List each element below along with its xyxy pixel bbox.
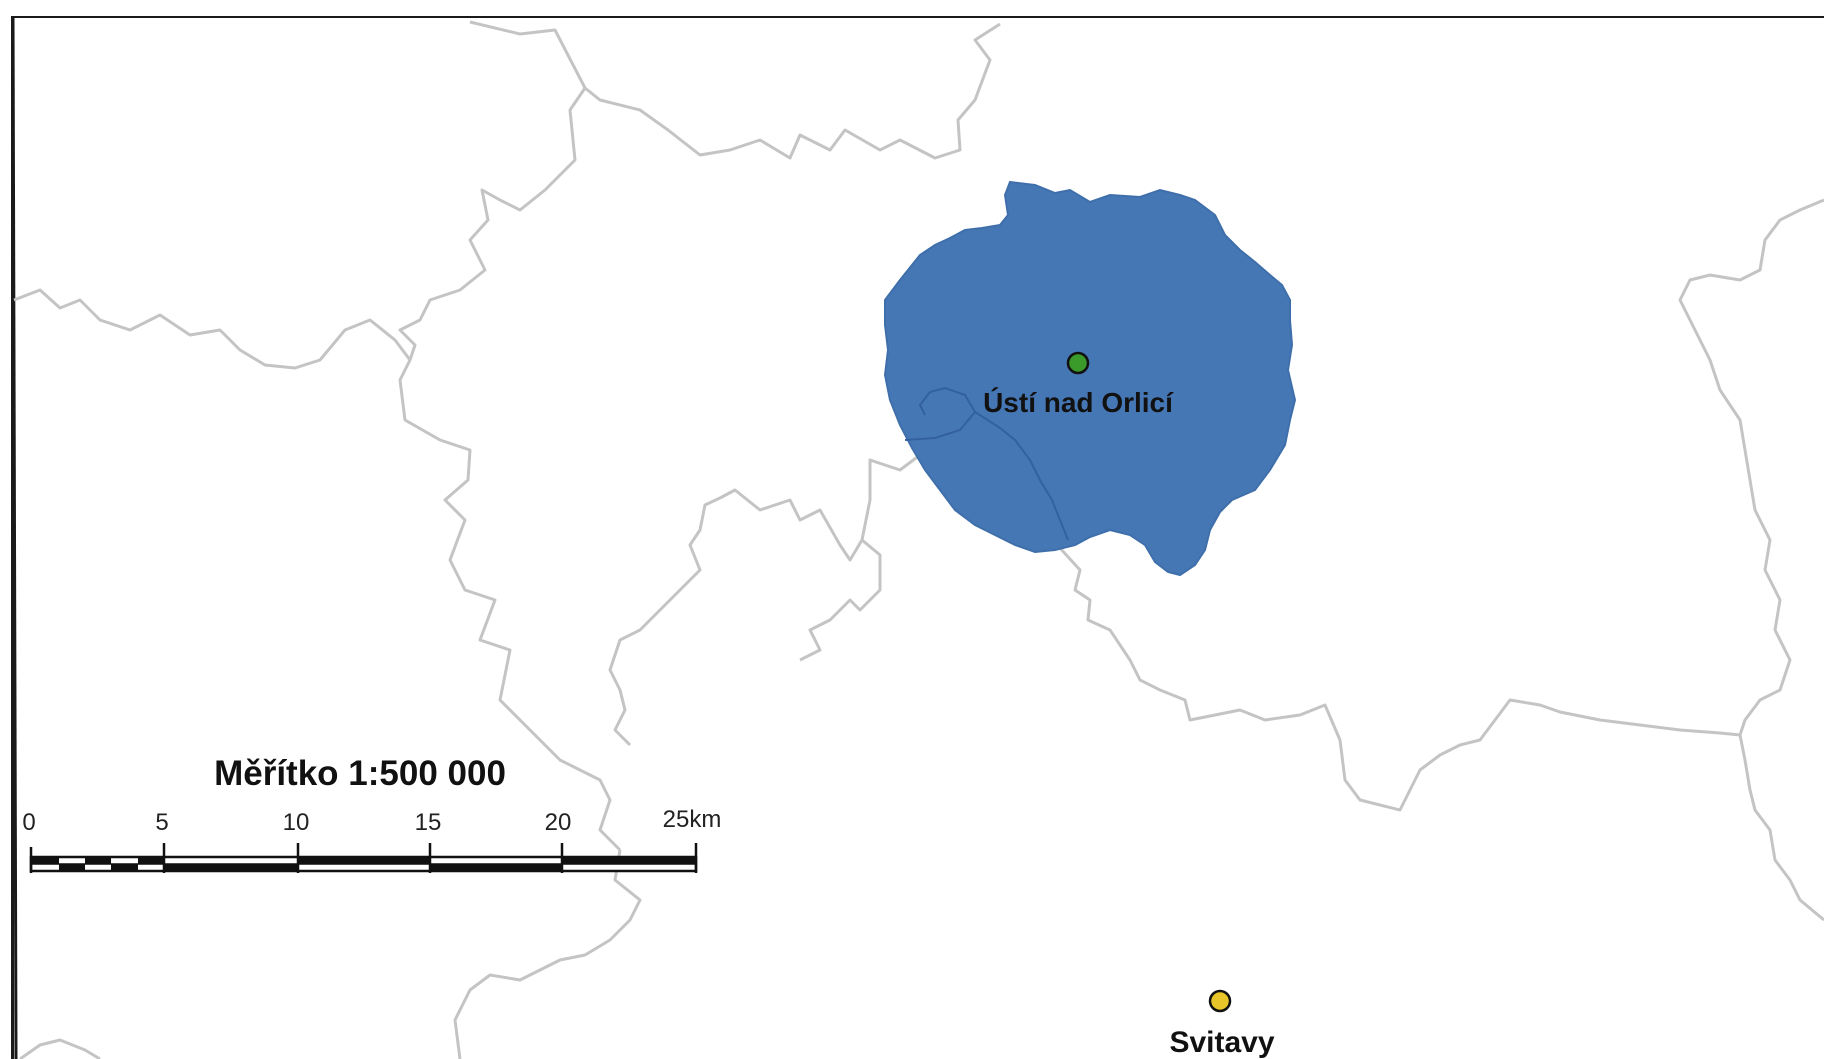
map-frame-left-edge [11,16,18,1059]
scale-segment-10-15 [298,857,430,864]
boundary-east [1678,198,1824,736]
boundary-east-south [1738,734,1824,922]
river-line-2 [904,386,977,441]
boundary-mid-connector [799,538,882,662]
scale-tick-label-15: 15 [415,809,442,836]
scale-title: Měřítko 1:500 000 [214,754,506,793]
scale-tick-label-5: 5 [155,809,168,836]
scale-bar: Měřítko 1:500 000 0 5 10 15 20 25km [22,754,721,873]
boundary-west [13,288,622,852]
boundary-north-1 [469,20,1001,160]
scale-subdivision-3 [85,857,111,864]
scale-tick-label-0: 0 [22,809,35,836]
scale-segment-15-20 [430,864,562,871]
ustinadorlici-region [883,180,1297,577]
scale-subdivision-4 [111,864,138,871]
scale-subdivision-5 [138,857,164,864]
scale-subdivision-2 [59,864,85,871]
ustinadorlici-label: Ústí nad Orlicí [983,387,1174,418]
administrative-boundaries [13,20,1824,1059]
scale-segment-20-25 [562,857,696,864]
ustinadorlici-marker[interactable] [1066,351,1090,375]
boundary-south-corner [19,1038,101,1059]
boundary-north-2 [398,87,587,361]
boundary-center [719,453,1741,812]
scale-ticks [29,843,698,873]
boundary-center-2 [608,496,721,747]
svitavy-label: Svitavy [1169,1026,1274,1059]
scale-subdivision-1 [31,857,59,864]
scale-tick-label-25km: 25km [663,806,722,833]
svitavy-marker[interactable] [1208,989,1232,1013]
scale-tick-label-10: 10 [283,809,310,836]
river-line-1 [974,411,1069,541]
scale-tick-label-20: 20 [545,809,572,836]
scale-segment-5-10 [164,864,298,871]
boundary-south-west [453,849,642,1059]
map-frame [11,16,1824,1059]
river-lines [904,386,1069,541]
